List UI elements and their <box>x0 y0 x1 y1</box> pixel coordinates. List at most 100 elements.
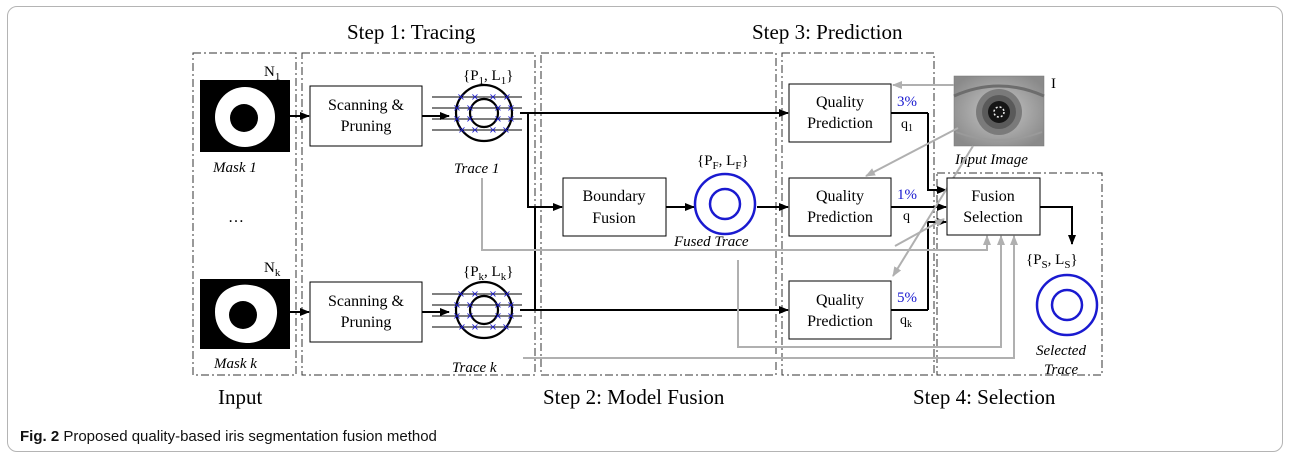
trace-k-graphic: ×× ×× ×× ×× ×× ×× ×× ×× <box>432 280 522 340</box>
main-flow-arrows <box>520 109 789 314</box>
svg-text:×: × <box>489 289 497 300</box>
fusion-selection-box: Fusion Selection <box>946 177 1041 236</box>
svg-text:×: × <box>471 289 479 300</box>
mask-k-n-label: Nk <box>264 260 281 279</box>
svg-text:×: × <box>453 103 461 114</box>
fused-trace-label: Fused Trace <box>673 234 749 250</box>
input-eye-image <box>953 75 1045 147</box>
trace-1-graphic: ×× ×× ×× ×× ×× ×× ×× ×× <box>432 83 522 143</box>
scanning-pruning-box-1: Scanning & Pruning <box>309 85 423 147</box>
quality-score-2: 1% <box>897 187 917 203</box>
tracing-group <box>301 52 536 376</box>
figure-caption: Fig. 2 Proposed quality-based iris segme… <box>20 428 437 445</box>
caption-text: Proposed quality-based iris segmentation… <box>59 428 437 445</box>
quality-to-selection-arrows <box>891 112 947 311</box>
svg-text:×: × <box>458 125 466 136</box>
trace-to-selection-arrows <box>481 178 1018 359</box>
quality-prediction-box-k: Quality Prediction <box>788 280 892 340</box>
svg-text:Scanning &: Scanning & <box>328 293 405 310</box>
svg-text:Pruning: Pruning <box>341 314 392 331</box>
prediction-group <box>781 52 935 376</box>
mask-k-label: Mask k <box>213 356 257 372</box>
svg-text:×: × <box>471 92 479 103</box>
model-fusion-group <box>540 52 777 376</box>
svg-text:Boundary: Boundary <box>582 188 645 205</box>
svg-text:×: × <box>507 114 515 125</box>
svg-text:Selection: Selection <box>963 209 1023 226</box>
svg-text:×: × <box>494 300 502 311</box>
selection-group <box>936 172 1103 376</box>
svg-text:×: × <box>507 300 515 311</box>
caption-label: Fig. 2 <box>20 428 60 445</box>
mask-1-label: Mask 1 <box>212 160 257 176</box>
svg-text:×: × <box>466 311 474 322</box>
svg-text:×: × <box>457 92 465 103</box>
step1-title: Step 1: Tracing <box>347 20 476 44</box>
svg-text:×: × <box>466 103 474 114</box>
svg-text:×: × <box>494 103 502 114</box>
svg-text:×: × <box>489 125 497 136</box>
step2-title: Step 2: Model Fusion <box>543 385 725 409</box>
group-boxes <box>192 52 1103 376</box>
mask-ellipsis: … <box>228 209 244 226</box>
image-to-quality-arrows <box>865 81 974 277</box>
mask-k-image <box>200 279 290 349</box>
svg-text:×: × <box>466 114 474 125</box>
svg-text:×: × <box>457 289 465 300</box>
selected-trace-label-2: Trace <box>1044 362 1079 378</box>
svg-text:×: × <box>471 322 479 333</box>
svg-text:×: × <box>494 311 502 322</box>
svg-text:×: × <box>489 92 497 103</box>
svg-text:Fusion: Fusion <box>971 188 1015 205</box>
arrow-selection-output <box>1040 206 1076 245</box>
svg-text:Scanning &: Scanning & <box>328 97 405 114</box>
input-image-label: Input Image <box>954 152 1028 168</box>
trace-k-label: Trace k <box>452 360 497 376</box>
svg-text:Pruning: Pruning <box>341 118 392 135</box>
mask-1-image <box>200 80 290 152</box>
quality-prediction-box-2: Quality Prediction <box>788 177 892 237</box>
quality-score-k: 5% <box>897 290 917 306</box>
input-group <box>192 52 297 376</box>
svg-text:×: × <box>507 103 515 114</box>
svg-text:×: × <box>502 125 510 136</box>
quality-prediction-box-1: Quality Prediction <box>788 83 892 143</box>
step4-title: Step 4: Selection <box>913 385 1056 409</box>
trace-1-label: Trace 1 <box>454 161 499 177</box>
svg-text:×: × <box>503 289 511 300</box>
svg-text:×: × <box>503 92 511 103</box>
input-title: Input <box>218 385 262 409</box>
svg-text:Quality: Quality <box>816 94 864 111</box>
svg-text:Quality: Quality <box>816 188 864 205</box>
svg-text:×: × <box>466 300 474 311</box>
scanning-pruning-box-k: Scanning & Pruning <box>309 281 423 343</box>
fused-trace-set: {PF, LF} <box>697 153 749 172</box>
selected-trace-graphic <box>1035 273 1099 337</box>
svg-text:×: × <box>458 322 466 333</box>
svg-text:Prediction: Prediction <box>807 313 873 330</box>
svg-text:×: × <box>453 114 461 125</box>
quality-qk-label: qk <box>900 313 912 330</box>
selected-trace-set: {PS, LS} <box>1026 252 1078 271</box>
svg-text:×: × <box>453 311 461 322</box>
trace-1-set: {P1, L1} <box>463 68 513 87</box>
svg-text:Prediction: Prediction <box>807 115 873 132</box>
svg-text:×: × <box>453 300 461 311</box>
boundary-fusion-box: Boundary Fusion <box>562 177 667 237</box>
svg-text:Fusion: Fusion <box>592 210 636 227</box>
input-image-letter: I <box>1051 76 1056 92</box>
trace-k-set: {Pk, Lk} <box>463 264 513 283</box>
svg-text:Quality: Quality <box>816 292 864 309</box>
quality-q2-label: q <box>903 209 910 224</box>
quality-score-1: 3% <box>897 94 917 110</box>
svg-text:×: × <box>502 322 510 333</box>
svg-text:Prediction: Prediction <box>807 209 873 226</box>
fusion-diagram: Step 1: Tracing Step 3: Prediction Input… <box>192 20 1103 409</box>
mask-1-n-label: N1 <box>264 64 280 83</box>
fused-trace-graphic <box>693 172 757 236</box>
selected-trace-label-1: Selected <box>1036 343 1086 359</box>
svg-text:×: × <box>471 125 479 136</box>
svg-text:×: × <box>507 311 515 322</box>
svg-text:×: × <box>494 114 502 125</box>
step3-title: Step 3: Prediction <box>752 20 903 44</box>
